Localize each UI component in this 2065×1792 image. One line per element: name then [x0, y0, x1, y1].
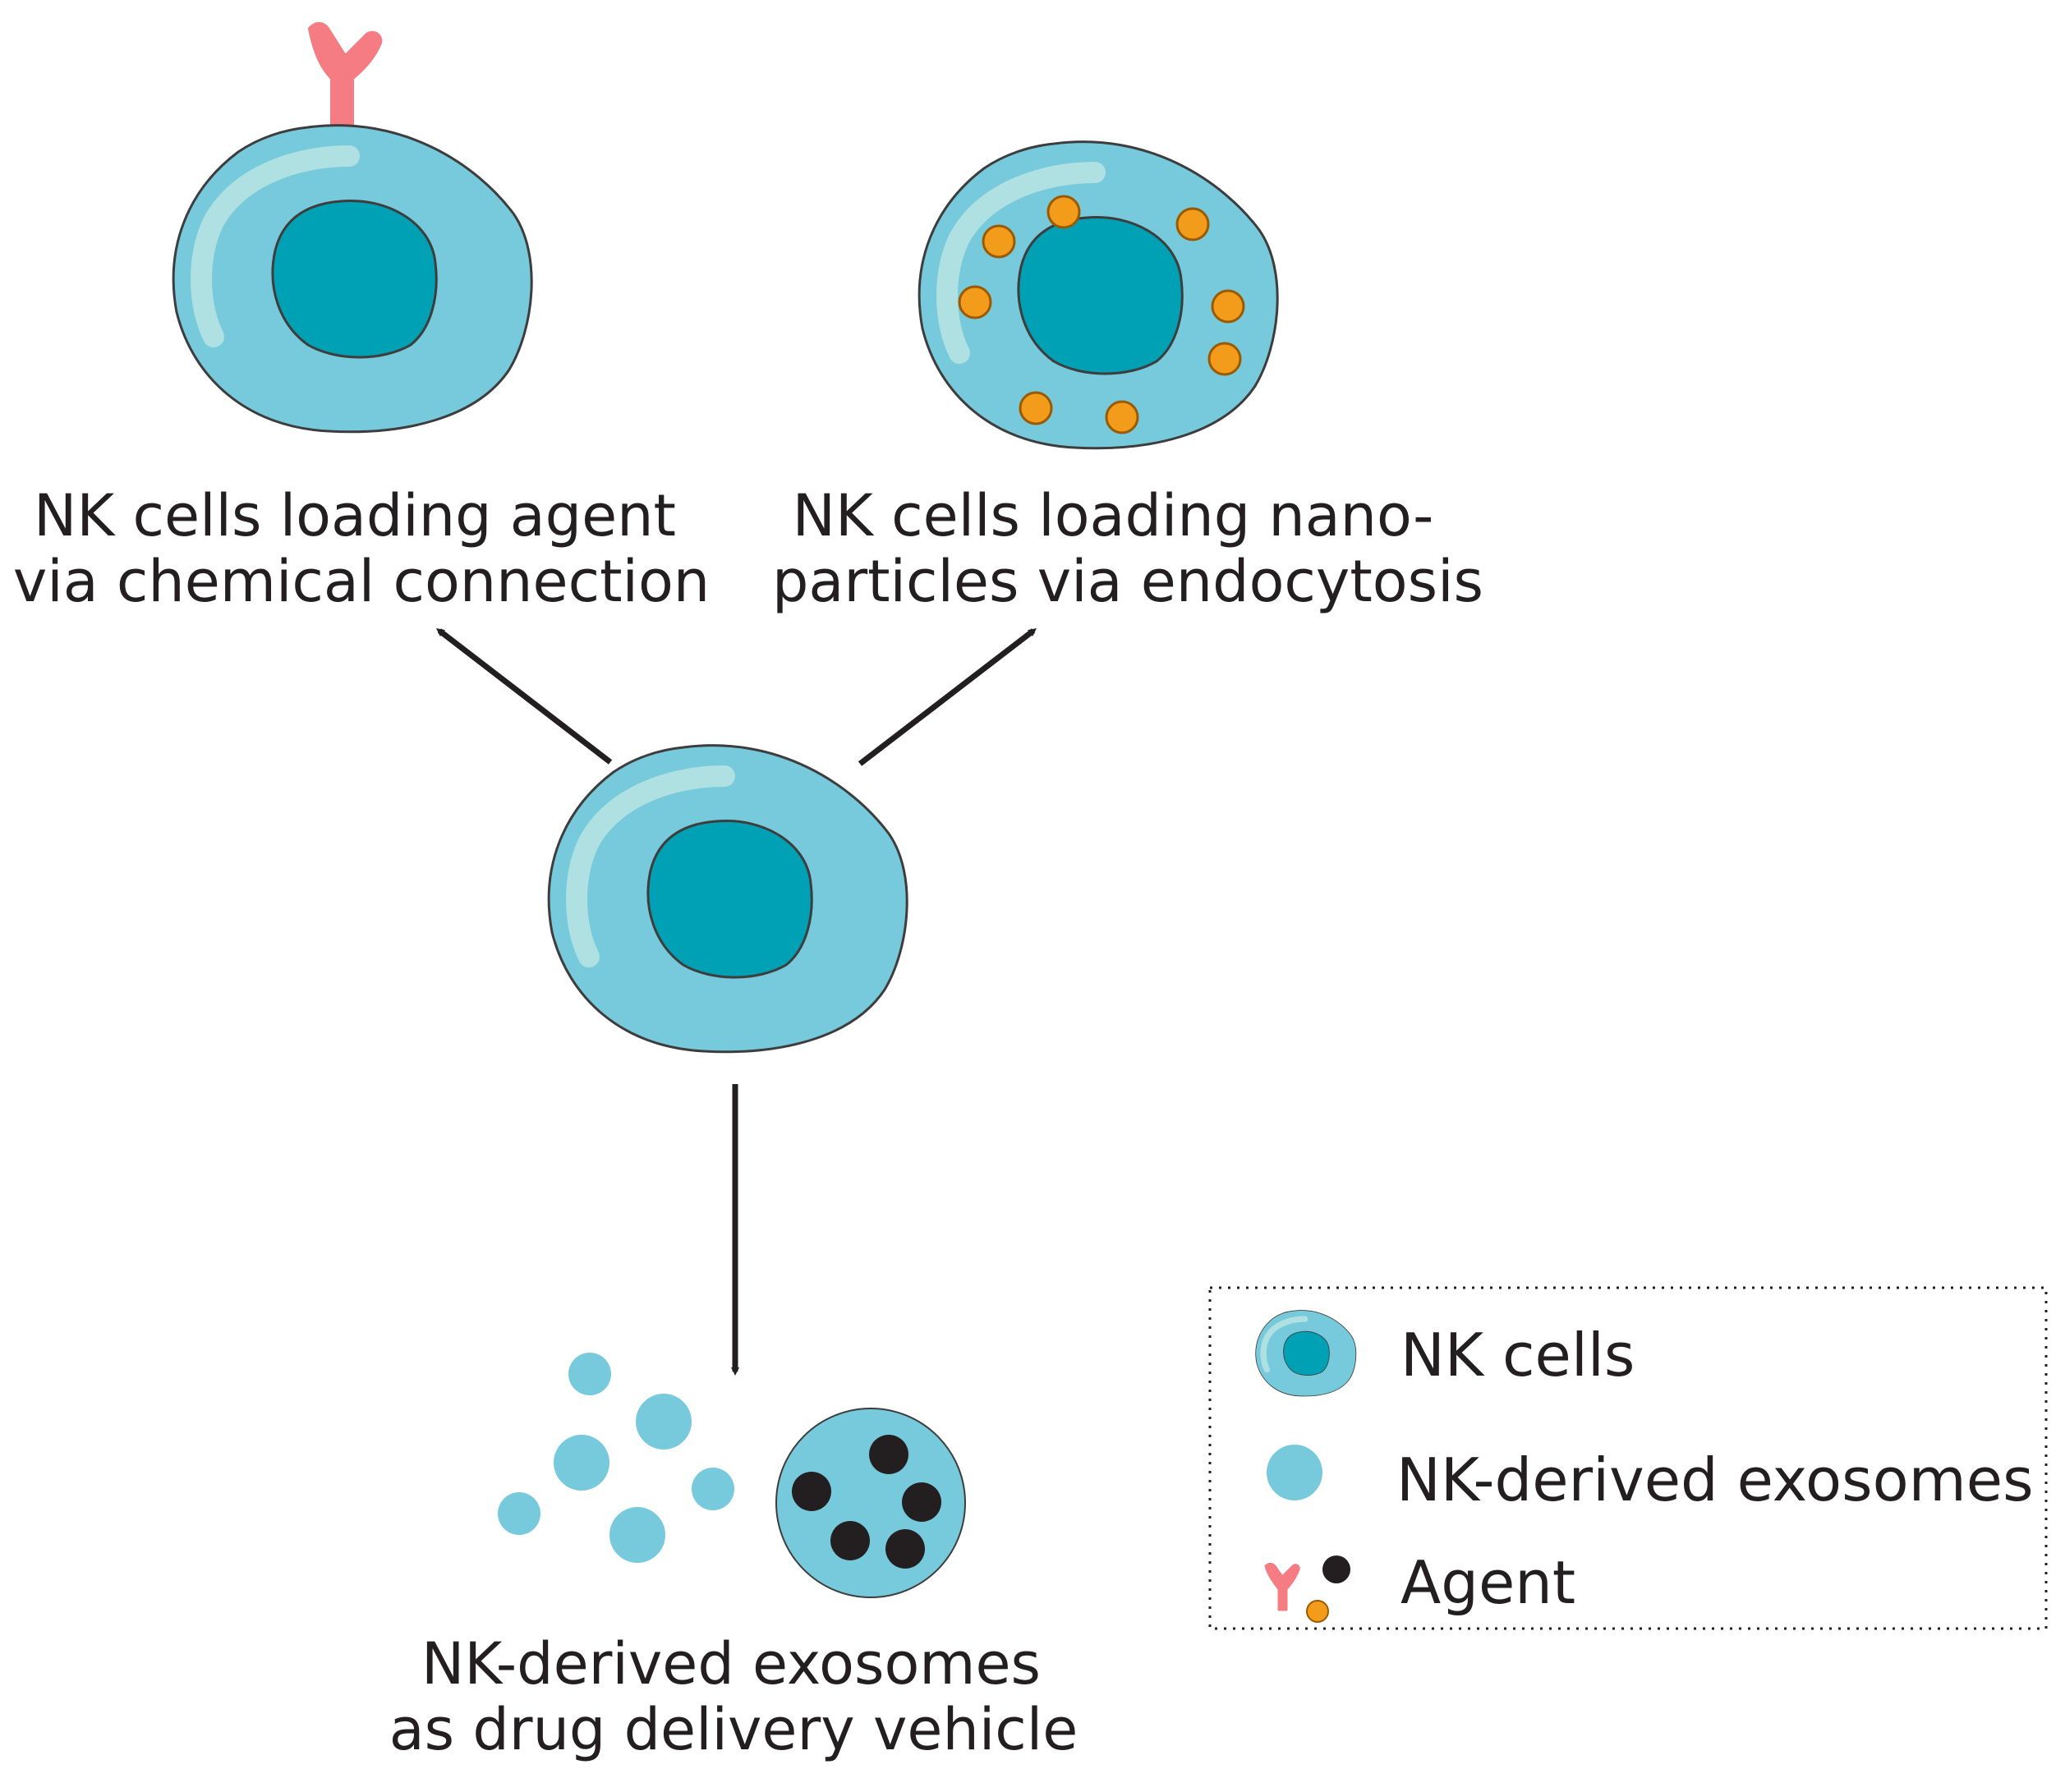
drug-particle: [902, 1482, 941, 1522]
agent-icon: [1264, 1555, 1350, 1623]
nanoparticle-icon: [1306, 1600, 1329, 1623]
nanoparticle: [1211, 289, 1245, 324]
label-exosomes-line2: as drug delivery vehicle: [389, 1696, 1078, 1763]
exosome: [636, 1394, 692, 1450]
label-chemical-connection-line2: via chemical connection: [13, 548, 710, 615]
nanoparticle: [1207, 342, 1242, 376]
label-exosomes-line1: NK-derived exosomes: [421, 1630, 1041, 1698]
drug-particle-icon: [1322, 1555, 1350, 1583]
nanoparticle: [982, 224, 1016, 259]
drug-particle: [885, 1529, 925, 1569]
exosome: [609, 1507, 665, 1563]
exosome: [692, 1468, 734, 1510]
nanoparticle: [1175, 207, 1210, 241]
exosome-icon: [1267, 1445, 1322, 1500]
arrow-to-endocytosis: [858, 627, 1037, 766]
nk-cell-center: [549, 746, 907, 1052]
drug-particle: [830, 1521, 870, 1560]
legend-box: [1208, 1286, 2048, 1630]
legend: NK cells NK-derived exosomes Agent: [1208, 1286, 2048, 1630]
drug-particle: [792, 1472, 831, 1511]
nanoparticle: [958, 285, 992, 319]
antibody-agent-icon: [308, 21, 383, 134]
legend-label-exosomes: NK-derived exosomes: [1396, 1445, 2034, 1514]
exosomes-group: [498, 1353, 734, 1563]
legend-label-agent: Agent: [1400, 1548, 1575, 1617]
label-endocytosis-line2: particles via endocytosis: [772, 548, 1483, 615]
nk-cell-agent-connection: [173, 21, 531, 432]
nk-cell-icon: [1256, 1311, 1356, 1396]
drug-loaded-exosome: [775, 1408, 966, 1598]
antibody-icon: [1264, 1562, 1300, 1611]
label-endocytosis-line1: NK cells loading nano-: [793, 482, 1434, 549]
legend-label-nk-cells: NK cells: [1400, 1321, 1635, 1390]
drug-particle: [869, 1435, 908, 1474]
arrow-to-chemical-connection: [436, 627, 613, 765]
label-chemical-connection-line1: NK cells loading agent: [34, 482, 676, 549]
exosome: [498, 1492, 540, 1535]
exosome: [568, 1353, 611, 1395]
nk-cell-nanoparticles: [919, 142, 1277, 448]
nanoparticles: [958, 195, 1245, 434]
nanoparticle: [1046, 195, 1081, 229]
exosome: [554, 1435, 609, 1491]
nanoparticle: [1105, 400, 1139, 434]
nanoparticle: [1019, 391, 1053, 425]
